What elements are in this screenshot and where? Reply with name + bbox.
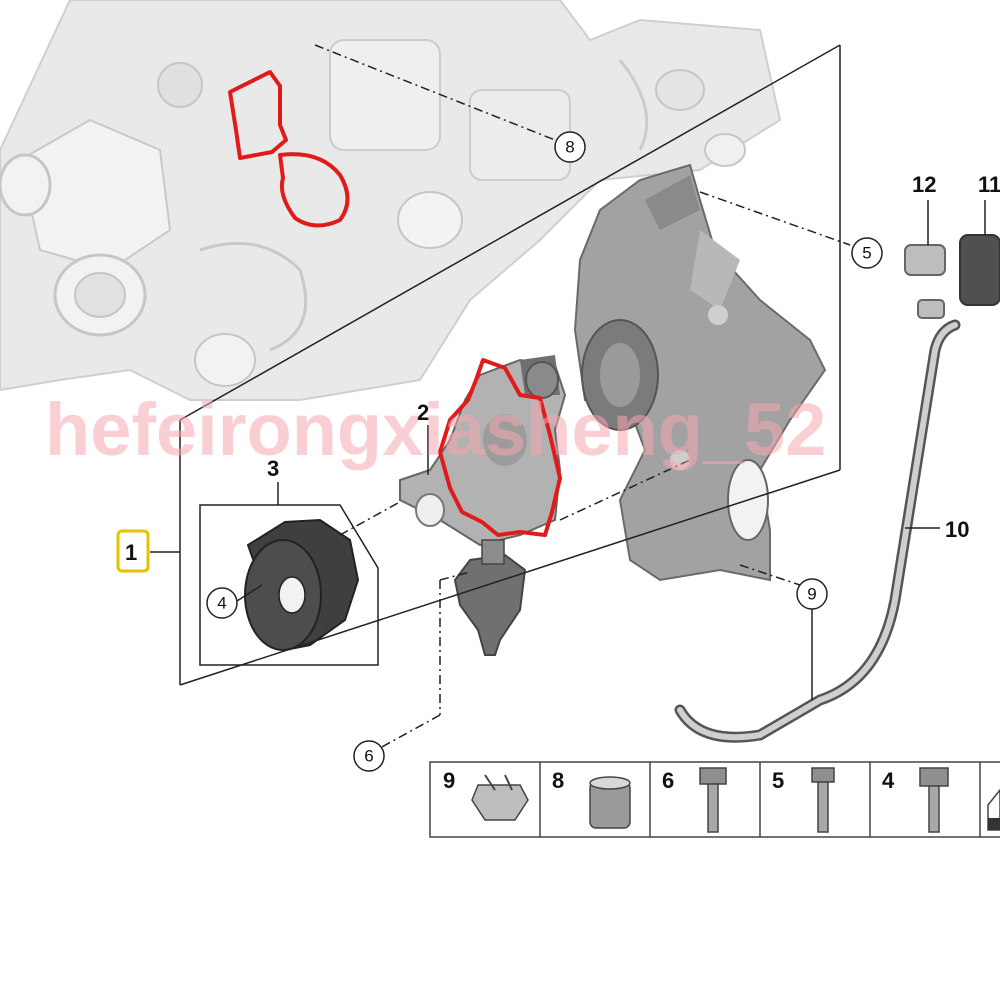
svg-text:5: 5	[862, 244, 871, 263]
tile-label-clamp: 9	[443, 768, 455, 793]
tile-label-sleeve: 8	[552, 768, 564, 793]
tile-label-bolt-5: 5	[772, 768, 784, 793]
bolt-part-icon-5	[811, 767, 835, 833]
tile-label-bolt-6: 6	[662, 768, 674, 793]
small-parts-table: 9 8 6 5 4	[429, 761, 1000, 838]
pulley	[244, 518, 360, 652]
bolt-part-icon-4	[919, 767, 949, 833]
water-pump	[399, 355, 567, 547]
coolant-hose	[674, 234, 1000, 743]
highlight-outline-gasket	[228, 70, 350, 228]
svg-text:8: 8	[565, 138, 574, 157]
circled-callout-9: 9	[796, 578, 828, 610]
sleeve-part-icon	[589, 776, 631, 829]
callout-label-3: 3	[267, 456, 279, 481]
circled-callout-6: 6	[353, 740, 385, 772]
group-frame-lines	[150, 44, 841, 686]
callout-label-10: 10	[945, 517, 969, 542]
bolt-part-icon-6	[699, 767, 727, 833]
housing-bracket	[573, 163, 827, 582]
callout-label-2: 2	[417, 400, 429, 425]
svg-text:6: 6	[364, 747, 373, 766]
callout-label-11: 11	[978, 172, 1000, 197]
svg-text:9: 9	[807, 585, 816, 604]
highlight-outline-pump	[438, 358, 562, 537]
clamp-part-icon	[471, 774, 529, 821]
engine-block	[0, 0, 782, 401]
callout-label-12: 12	[912, 172, 936, 197]
watermark-text: hefeirongxiasheng_52	[45, 388, 826, 471]
circled-callout-5: 5	[851, 237, 883, 269]
tile-label-bolt-4: 4	[882, 768, 895, 793]
svg-text:4: 4	[217, 594, 226, 613]
sealant-part-icon	[987, 788, 1000, 831]
leader-lines	[236, 44, 986, 749]
thermostat-sensor	[453, 539, 527, 656]
callout-1-highlight-box	[116, 529, 150, 573]
circled-callout-8: 8	[554, 131, 586, 163]
circled-callout-4: 4	[206, 587, 238, 619]
callout-label-1: 1	[125, 540, 137, 565]
